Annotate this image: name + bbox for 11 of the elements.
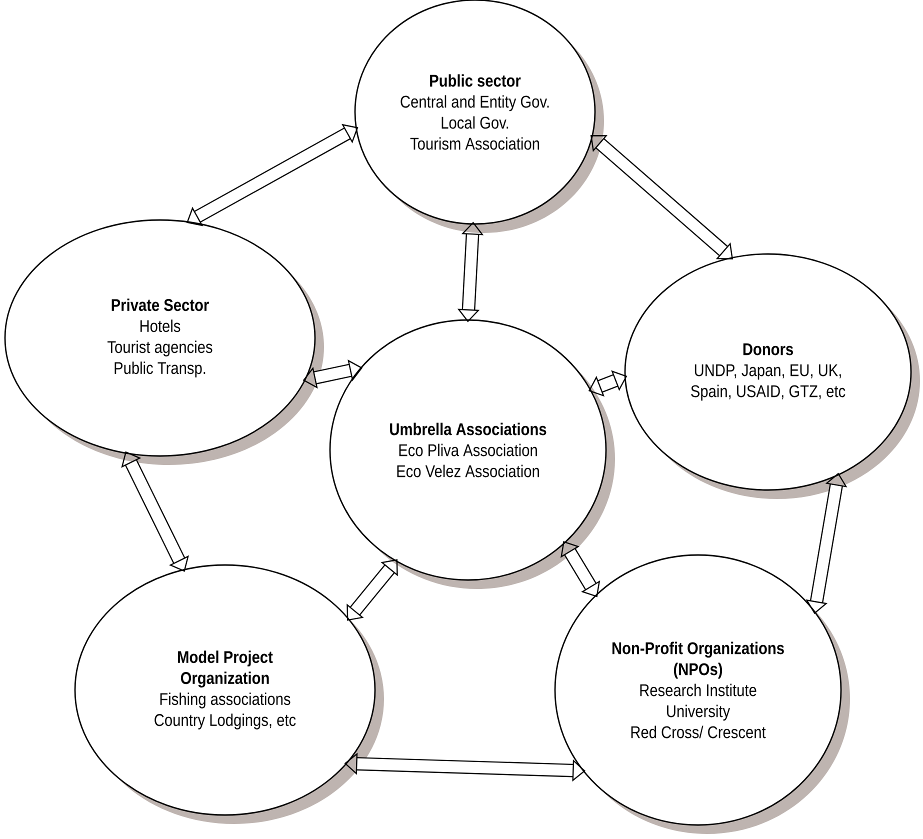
ellipse-node: Model Project Organization Fishing associations Country Lodgings, etc [74, 564, 384, 824]
ellipse-node: Non-Profit Organizations (NPOs) Research Institute University Red Cross/ Crescent [554, 554, 850, 834]
node-label: Non-Profit Organizations (NPOs) [612, 642, 784, 679]
ellipse-node: Donors UNDP, Japan, EU, UK, Spain, USAID, GTZ, etc [624, 253, 920, 499]
ellipse-node: Umbrella Associations Eco Pliva Association Eco Velez Association [329, 319, 615, 589]
node-label: Red Cross/ Crescent [631, 726, 766, 738]
node-label: University [667, 704, 730, 721]
node-label: Research Institute [640, 684, 756, 696]
double-arrow [346, 559, 398, 621]
ellipse-node: Public sector Central and Entity Gov. Local Gov. Tourism Association [354, 0, 604, 233]
ellipse-node: Private Sector Hotels Tourist agencies Public Transp. [4, 219, 324, 465]
